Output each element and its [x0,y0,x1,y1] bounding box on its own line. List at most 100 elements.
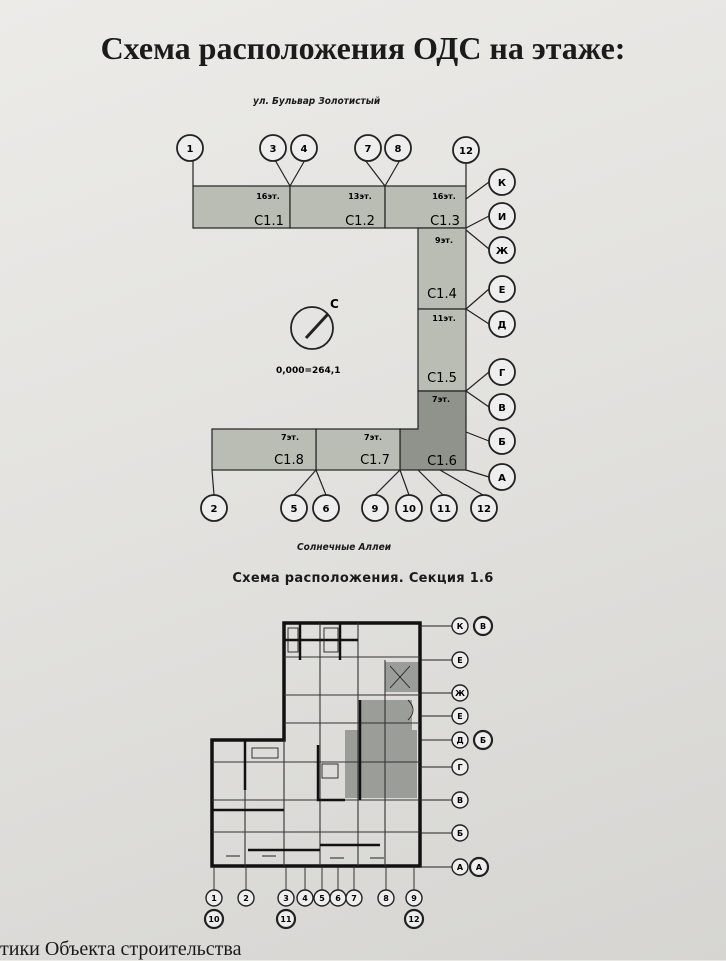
detail-axis-bubble-right-secondary-2: Б [472,729,494,751]
level-mark: 0,000=264,1 [276,366,340,376]
floor-label-s13: 16эт. [432,192,456,201]
detail-axis-bubble-right-1: К [451,617,469,635]
axis-bubble-right-g: Г [488,358,516,386]
section-label-s15: С1.5 [427,371,457,386]
detail-axis-bubble-right-5: Д [451,731,469,749]
axis-bubble-right-zh: Ж [488,236,516,264]
svg-text:9: 9 [411,894,417,903]
north-arrow-icon: С [290,297,339,350]
axis-label: 12 [477,504,491,515]
axis-label: Д [498,320,507,331]
svg-text:5: 5 [319,894,325,903]
detail-axis-bubble-bottom-7: 7 [345,889,363,907]
floor-label-s16: 7эт. [432,395,450,404]
svg-text:8: 8 [383,894,389,903]
axis-label: Ж [496,246,509,257]
axis-label: 2 [211,504,218,515]
axis-label: 9 [372,504,379,515]
svg-text:Ж: Ж [455,689,465,698]
section-label-s18: С1.8 [274,453,304,468]
svg-text:10: 10 [208,915,220,924]
svg-text:Б: Б [480,736,486,745]
section-labels: С1.1 С1.2 С1.3 С1.4 С1.5 С1.6 С1.7 С1.8 [254,214,460,469]
detail-axis-bubble-right-6: Г [451,758,469,776]
detail-axis-bubbles-right: К Е Ж Е Д Г В Б А В Б А [451,615,494,878]
floor-labels: 16эт. 13эт. 16эт. 9эт. 11эт. 7эт. 7эт. 7… [256,192,456,442]
axis-bubble-right-k: К [488,168,516,196]
svg-text:Е: Е [457,712,462,721]
svg-text:12: 12 [408,915,419,924]
detail-axis-bubble-right-7: В [451,791,469,809]
axis-bubble-right-b: Б [488,427,516,455]
axis-bubble-right-d: Д [488,310,516,338]
svg-text:4: 4 [302,894,308,903]
detail-axis-bubble-bottom-secondary-2: 11 [275,908,297,930]
axis-bubble-bottom-11: 11 [430,494,458,522]
floor-label-s12: 13эт. [348,192,372,201]
axis-label: Е [499,285,506,296]
svg-text:Г: Г [457,763,462,772]
svg-text:6: 6 [335,894,341,903]
detail-axis-bubbles-bottom: 1 2 3 4 5 6 7 8 9 10 11 12 [203,889,425,930]
axis-bubble-bottom-9: 9 [361,494,389,522]
detail-axis-bubble-bottom-4: 4 [296,889,314,907]
axis-bubble-bottom-6: 6 [312,494,340,522]
section-label-s17: С1.7 [360,453,390,468]
floor-label-s15: 11эт. [432,314,456,323]
detail-axis-bubble-bottom-1: 1 [205,889,223,907]
axis-label: 3 [270,144,277,155]
detail-axis-bubble-right-2: Е [451,651,469,669]
detail-axis-bubble-right-secondary-1: В [472,615,494,637]
axis-bubble-top-1: 1 [176,134,204,162]
section-detail-title: Схема расположения. Секция 1.6 [232,571,494,586]
svg-text:3: 3 [283,894,289,903]
axis-label: К [498,178,507,189]
axis-lines-bottom [211,469,484,496]
floor-label-s17: 7эт. [364,433,382,442]
page-title: Схема расположения ОДС на этаже: [100,30,626,66]
street-label-bottom: Солнечные Аллеи [297,542,392,553]
axis-bubble-right-a: А [488,463,516,491]
svg-text:К: К [457,622,464,631]
detail-axis-bubble-right-8: Б [451,824,469,842]
detail-axis-bubble-bottom-5: 5 [313,889,331,907]
axis-label: Б [498,437,506,448]
detail-axis-bubble-bottom-6: 6 [329,889,347,907]
footer-text-cropped: тики Объекта строительства [0,938,242,960]
section-label-s14: С1.4 [427,287,457,302]
svg-text:7: 7 [351,894,357,903]
axis-label: 12 [459,146,473,157]
axis-label: 4 [301,144,308,155]
detail-axis-bubble-right-4: Е [451,707,469,725]
axis-bubble-right-i: И [488,202,516,230]
axis-bubble-bottom-12: 12 [470,494,498,522]
axis-label: 10 [402,504,416,515]
axis-bubble-top-4: 4 [290,134,318,162]
axis-bubble-top-7: 7 [354,134,382,162]
axis-lines-top [192,159,467,187]
detail-axis-bubble-right-3: Ж [451,684,469,702]
axis-bubble-bottom-10: 10 [395,494,423,522]
north-label: С [330,297,339,311]
section-label-s12: С1.2 [345,214,375,229]
axis-label: 8 [395,144,402,155]
axis-label: Г [499,368,506,379]
svg-text:Д: Д [456,736,463,745]
axis-lines-right [465,181,490,478]
detail-axis-bubble-bottom-2: 2 [237,889,255,907]
axis-bubble-right-v: В [488,393,516,421]
street-label-top: ул. Бульвар Золотистый [253,96,381,107]
detail-axis-bubble-bottom-3: 3 [277,889,295,907]
axis-label: 5 [291,504,298,515]
axis-label: И [498,212,506,223]
axis-label: 1 [187,144,194,155]
section-detail-plan [210,621,452,890]
svg-text:2: 2 [243,894,249,903]
section-label-s16: С1.6 [427,454,457,469]
detail-axis-bubble-right-secondary-3: А [468,856,490,878]
section-label-s13: С1.3 [430,214,460,229]
svg-text:В: В [480,622,486,631]
svg-text:А: А [457,863,464,872]
detail-axis-bubble-bottom-secondary-1: 10 [203,908,225,930]
